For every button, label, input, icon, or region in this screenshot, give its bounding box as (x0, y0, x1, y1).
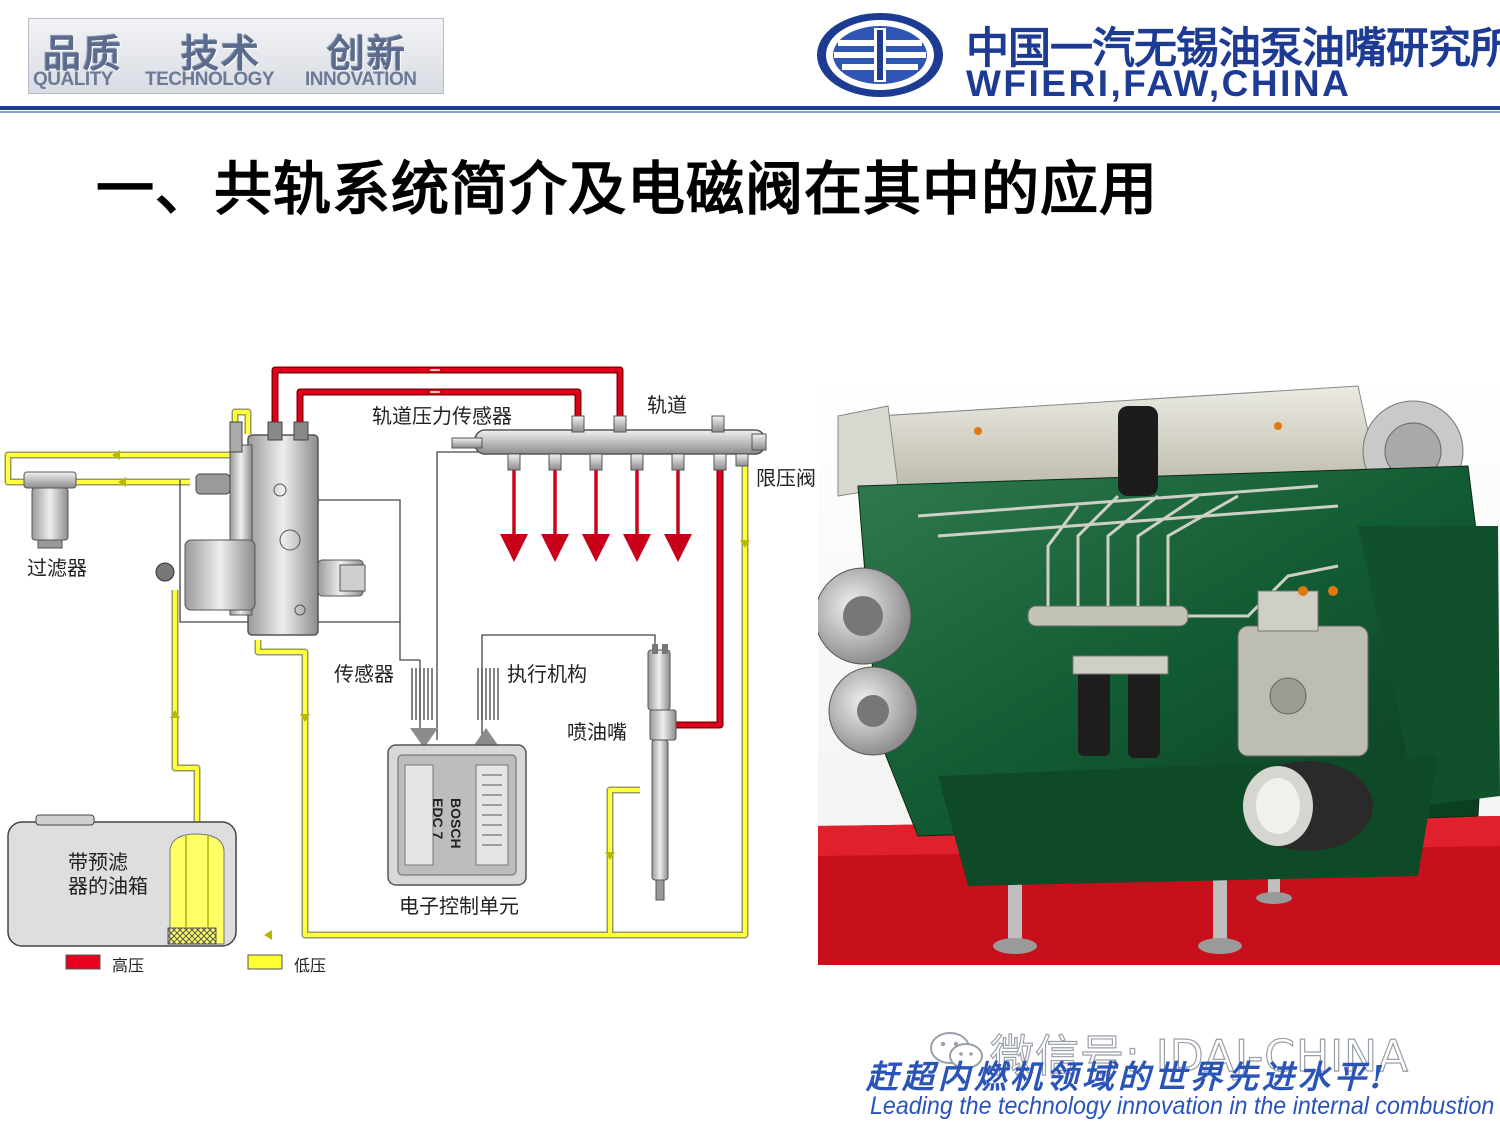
faw-logo-icon (817, 13, 943, 97)
label-ecu: 电子控制单元 (399, 894, 519, 918)
label-rail-pressure-sensor: 轨道压力传感器 (372, 404, 512, 428)
legend-low-pressure-label: 低压 (294, 956, 327, 975)
motto-quality-en: QUALITY (33, 69, 113, 90)
slide-title: 一、共轨系统简介及电磁阀在其中的应用 (96, 155, 1159, 223)
motto-technology-cn: 技术 (181, 32, 262, 76)
institute-name-en: WFIERI,FAW,CHINA (966, 63, 1352, 104)
label-rail: 轨道 (647, 393, 687, 417)
header-divider-thin (0, 111, 1500, 113)
header-divider (0, 106, 1500, 110)
legend-high-pressure-swatch (65, 954, 101, 970)
ecu-brand-label: BOSCH (448, 798, 464, 849)
slogan-cn: 赶超内燃机领域的世界先进水平! (866, 1058, 1389, 1096)
label-injector: 喷油嘴 (567, 720, 627, 744)
engine-photo (818, 376, 1500, 965)
motto-technology-en: TECHNOLOGY (145, 69, 275, 90)
motto-banner: 品质 技术 创新 QUALITY TECHNOLOGY INNOVATION (28, 18, 444, 94)
wechat-watermark: 微信号: IDAJ-CHINA (989, 1030, 1410, 1082)
label-tank-line2: 器的油箱 (68, 874, 148, 898)
legend-low-pressure-swatch (247, 954, 283, 970)
label-sensor: 传感器 (334, 662, 394, 686)
common-rail-diagram: BOSCH EDC 7 (4, 366, 767, 970)
label-filter: 过滤器 (27, 556, 87, 580)
slogan-en: Leading the technology innovation in the… (870, 1092, 1500, 1120)
label-pressure-limit-valve: 限压阀 (756, 466, 816, 490)
wechat-icon (930, 1032, 983, 1069)
motto-innovation-cn: 创新 (327, 32, 408, 76)
label-actuator: 执行机构 (507, 662, 587, 686)
ecu-model-label: EDC 7 (430, 798, 446, 839)
legend-high-pressure-label: 高压 (112, 956, 145, 975)
label-tank-line1: 带预滤 (68, 850, 128, 874)
motto-innovation-en: INNOVATION (305, 69, 417, 90)
motto-quality-cn: 品质 (43, 32, 124, 76)
institute-name-cn: 中国一汽无锡油泵油嘴研究所 (966, 24, 1500, 74)
